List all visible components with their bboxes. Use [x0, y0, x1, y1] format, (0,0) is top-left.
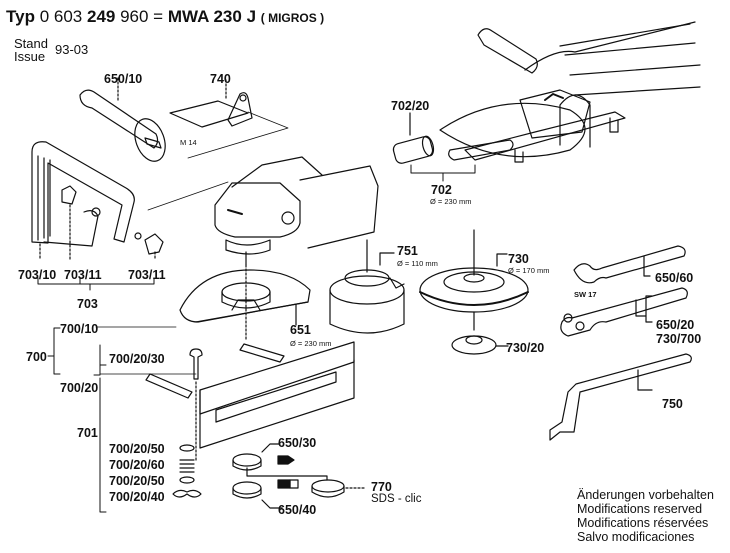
label-sds-clic: SDS - clic [371, 493, 422, 505]
hardware-stack [172, 444, 202, 498]
label-770: 770 [371, 480, 392, 494]
label-sw17: SW 17 [574, 290, 597, 299]
wheel-guard-751 [329, 239, 405, 334]
bracket-700 [47, 327, 61, 375]
bracket-703 [37, 277, 155, 291]
assembly-line [147, 181, 229, 211]
typ-number-b: 249 [86, 7, 116, 26]
label-700-20-40: 700/20/40 [109, 490, 165, 504]
label-702: 702 [431, 183, 452, 197]
stand-issue-label: Stand Issue [14, 37, 48, 63]
cutting-guide-700 [145, 341, 355, 463]
label-702-20: 702/20 [391, 99, 430, 113]
angle-grinder-head [214, 156, 379, 341]
typ-number-c: 960 = [120, 7, 164, 26]
model-name: MWA 230 J [167, 7, 257, 26]
typ-prefix: Typ [6, 7, 35, 26]
issue-value: 93-03 [55, 42, 89, 57]
label-650-60: 650/60 [655, 271, 694, 285]
backing-pad-730 [419, 229, 529, 331]
flange-730-20 [451, 335, 509, 355]
label-703: 703 [77, 297, 98, 311]
bracket-701 [93, 344, 107, 513]
label-650-10: 650/10 [104, 72, 143, 86]
assembled-grinder [439, 21, 701, 163]
label-700-20-30: 700/20/30 [109, 352, 165, 366]
notice-fr: Modifications réservées [577, 516, 709, 530]
assembly-line [187, 111, 289, 159]
typ-number-a: 0 603 [39, 7, 83, 26]
label-650-30: 650/30 [278, 436, 317, 450]
label-703-10: 703/10 [18, 268, 57, 282]
label-751-diameter: Ø = 110 mm [397, 259, 438, 268]
label-700-20-50-b: 700/20/50 [109, 474, 165, 488]
stand-label: Stand [14, 36, 48, 51]
label-651: 651 [290, 323, 311, 337]
label-751: 751 [397, 244, 418, 258]
wheel-guard-651 [179, 269, 311, 326]
pin-wrench-650-20 [560, 287, 688, 337]
bracket-plate-740 [169, 79, 253, 128]
label-700-20: 700/20 [60, 381, 99, 395]
notice-en: Modifications reserved [577, 502, 703, 516]
issue-label: Issue [14, 49, 46, 64]
bow-handle-703 [31, 141, 164, 261]
label-650-20: 650/20 [656, 318, 695, 332]
label-730-700: 730/700 [656, 332, 702, 346]
label-700-20-50-a: 700/20/50 [109, 442, 165, 456]
label-700-20-60: 700/20/60 [109, 458, 165, 472]
label-700: 700 [26, 350, 47, 364]
label-651-diameter: Ø = 230 mm [290, 339, 332, 348]
open-wrench-650-60 [573, 245, 686, 284]
label-730-diameter: Ø = 170 mm [508, 266, 550, 275]
wrench-750 [549, 353, 692, 441]
side-handle-650-10 [79, 77, 166, 162]
label-730: 730 [508, 252, 529, 266]
label-702-diameter: Ø = 230 mm [430, 197, 472, 206]
label-740: 740 [210, 72, 231, 86]
label-m14: M 14 [180, 138, 197, 147]
label-700-10: 700/10 [60, 322, 99, 336]
label-701: 701 [77, 426, 98, 440]
modification-notice: Änderungen vorbehalten Modifications res… [577, 488, 714, 544]
type-heading: Typ 0 603 249 960 = MWA 230 J ( MIGROS ) [6, 7, 324, 27]
label-730-20: 730/20 [506, 341, 545, 355]
notice-es: Salvo modificaciones [577, 530, 695, 544]
sleeve-702-20 [392, 112, 476, 182]
notice-de: Änderungen vorbehalten [577, 488, 714, 502]
label-650-40: 650/40 [278, 503, 317, 517]
label-703-11-b: 703/11 [128, 268, 166, 282]
label-750: 750 [662, 397, 683, 411]
model-variant: ( MIGROS ) [260, 11, 325, 25]
flange-nuts [232, 443, 365, 509]
label-703-11-a: 703/11 [64, 268, 102, 282]
